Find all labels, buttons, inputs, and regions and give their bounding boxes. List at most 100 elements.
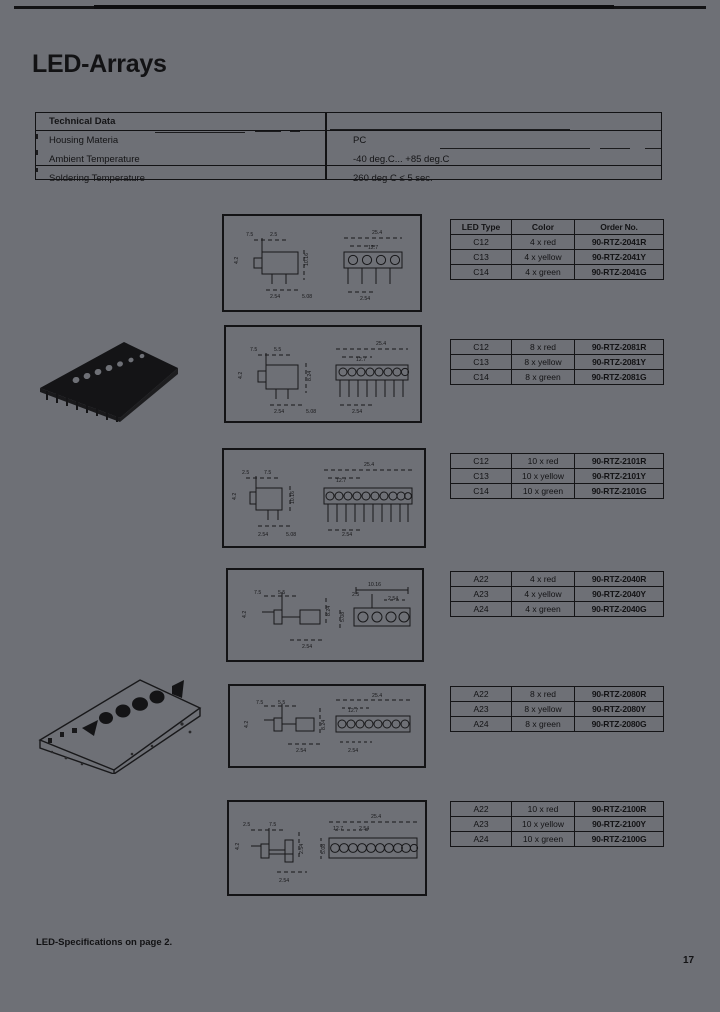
cell-color: 10 x yellow — [511, 468, 575, 484]
svg-text:5.08: 5.08 — [286, 532, 296, 538]
cell-color: 10 x yellow — [511, 816, 575, 832]
svg-text:2.54: 2.54 — [302, 644, 312, 650]
svg-text:2.54: 2.54 — [388, 596, 398, 602]
cell-order-no: 90-RTZ-2041G — [574, 264, 664, 280]
svg-text:2.54: 2.54 — [299, 844, 305, 854]
svg-text:2.54: 2.54 — [348, 748, 358, 754]
svg-text:2.54: 2.54 — [274, 409, 284, 415]
svg-text:10.16: 10.16 — [368, 582, 381, 588]
order-table-a-series-4: A22 4 x red 90-RTZ-2040R A23 4 x yellow … — [450, 571, 664, 617]
svg-text:2.54: 2.54 — [352, 409, 362, 415]
svg-text:25.4: 25.4 — [376, 341, 386, 347]
svg-text:12.7: 12.7 — [336, 478, 346, 484]
cell-color: 4 x red — [511, 234, 575, 250]
table-row: A23 4 x yellow 90-RTZ-2040Y — [450, 586, 664, 602]
soldering-temperature-value: 260 deg C ≤ 5 sec. — [353, 173, 433, 184]
table-row: C13 4 x yellow 90-RTZ-2041Y — [450, 249, 664, 265]
technical-data-row: Soldering Temperature 260 deg C ≤ 5 sec. — [35, 169, 662, 188]
table-row: A23 8 x yellow 90-RTZ-2080Y — [450, 701, 664, 717]
svg-text:7.5: 7.5 — [269, 822, 276, 828]
table-row: C14 10 x green 90-RTZ-2101G — [450, 483, 664, 499]
svg-text:2.54: 2.54 — [296, 748, 306, 754]
cell-order-no: 90-RTZ-2100Y — [574, 816, 664, 832]
technical-data-row: Housing Materia PC — [35, 131, 662, 150]
svg-text:25.4: 25.4 — [372, 693, 382, 699]
cell-color: 4 x green — [511, 601, 575, 617]
footer-note: LED-Specifications on page 2. — [36, 937, 173, 948]
product-illustration-a-series — [38, 679, 202, 774]
order-table-a-series-10: A22 10 x red 90-RTZ-2100R A23 10 x yello… — [450, 801, 664, 847]
svg-text:5.08: 5.08 — [306, 409, 316, 415]
cell-order-no: 90-RTZ-2040R — [574, 571, 664, 587]
cell-color: 8 x yellow — [511, 354, 575, 370]
table-row: A24 8 x green 90-RTZ-2080G — [450, 716, 664, 732]
cell-color: 4 x yellow — [511, 586, 575, 602]
order-table-c-series-4: LED Type Color Order No. C12 4 x red 90-… — [450, 219, 664, 280]
cell-order-no: 90-RTZ-2041Y — [574, 249, 664, 265]
svg-text:2.54: 2.54 — [258, 532, 268, 538]
cell-order-no: 90-RTZ-2081R — [574, 339, 664, 355]
order-table-a-series-8: A22 8 x red 90-RTZ-2080R A23 8 x yellow … — [450, 686, 664, 732]
cell-color: 10 x red — [511, 453, 575, 469]
housing-material-label: Housing Materia — [49, 135, 119, 146]
svg-text:7.5: 7.5 — [246, 232, 253, 238]
svg-text:25.4: 25.4 — [372, 230, 382, 236]
cell-color: 8 x red — [511, 686, 575, 702]
cell-led-type: C12 — [450, 339, 512, 355]
svg-text:25.4: 25.4 — [364, 462, 374, 468]
svg-text:4.2: 4.2 — [242, 611, 248, 618]
cell-led-type: A24 — [450, 601, 512, 617]
svg-text:2.5: 2.5 — [243, 822, 250, 828]
cell-order-no: 90-RTZ-2081Y — [574, 354, 664, 370]
cell-order-no: 90-RTZ-2040G — [574, 601, 664, 617]
cell-color: 4 x red — [511, 571, 575, 587]
cell-led-type: C14 — [450, 483, 512, 499]
table-row: C14 4 x green 90-RTZ-2041G — [450, 264, 664, 280]
technical-data-row: Ambient Temperature -40 deg.C... +85 deg… — [35, 150, 662, 169]
cell-color: 8 x green — [511, 369, 575, 385]
cell-led-type: A24 — [450, 831, 512, 847]
column-header-order-no: Order No. — [574, 219, 664, 235]
svg-text:10.16: 10.16 — [290, 491, 296, 504]
cell-color: 8 x red — [511, 339, 575, 355]
svg-text:4.2: 4.2 — [235, 843, 241, 850]
svg-text:2.5: 2.5 — [352, 592, 359, 598]
table-row: A24 4 x green 90-RTZ-2040G — [450, 601, 664, 617]
cell-order-no: 90-RTZ-2080Y — [574, 701, 664, 717]
column-header-led-type: LED Type — [450, 219, 512, 235]
svg-text:2.5: 2.5 — [270, 232, 277, 238]
cell-color: 10 x green — [511, 483, 575, 499]
technical-data-column-divider — [325, 112, 327, 180]
svg-text:5.5: 5.5 — [278, 590, 285, 596]
technical-data-header-row: Technical Data — [35, 112, 662, 131]
cell-led-type: A22 — [450, 571, 512, 587]
cell-color: 4 x green — [511, 264, 575, 280]
cell-order-no: 90-RTZ-2040Y — [574, 586, 664, 602]
cell-led-type: C14 — [450, 264, 512, 280]
svg-text:12.7: 12.7 — [333, 826, 343, 832]
table-row: A22 10 x red 90-RTZ-2100R — [450, 801, 664, 817]
cell-order-no: 90-RTZ-2100G — [574, 831, 664, 847]
cell-led-type: A22 — [450, 686, 512, 702]
svg-text:25.4: 25.4 — [371, 814, 381, 820]
housing-material-value: PC — [353, 135, 367, 146]
table-row: A22 8 x red 90-RTZ-2080R — [450, 686, 664, 702]
svg-text:4.2: 4.2 — [232, 493, 238, 500]
cell-order-no: 90-RTZ-2101R — [574, 453, 664, 469]
svg-text:10.16: 10.16 — [304, 253, 310, 266]
svg-text:4.2: 4.2 — [238, 372, 244, 379]
order-table-c-series-10: C12 10 x red 90-RTZ-2101R C13 10 x yello… — [450, 453, 664, 499]
table-row: C12 10 x red 90-RTZ-2101R — [450, 453, 664, 469]
order-table-header-row: LED Type Color Order No. — [450, 219, 664, 235]
svg-text:12.7: 12.7 — [348, 708, 358, 714]
svg-text:4.2: 4.2 — [234, 257, 240, 264]
svg-text:2.54: 2.54 — [279, 878, 289, 884]
svg-text:5.5: 5.5 — [274, 347, 281, 353]
svg-text:2.5: 2.5 — [242, 470, 249, 476]
ambient-temperature-value: -40 deg.C... +85 deg.C — [353, 154, 450, 165]
